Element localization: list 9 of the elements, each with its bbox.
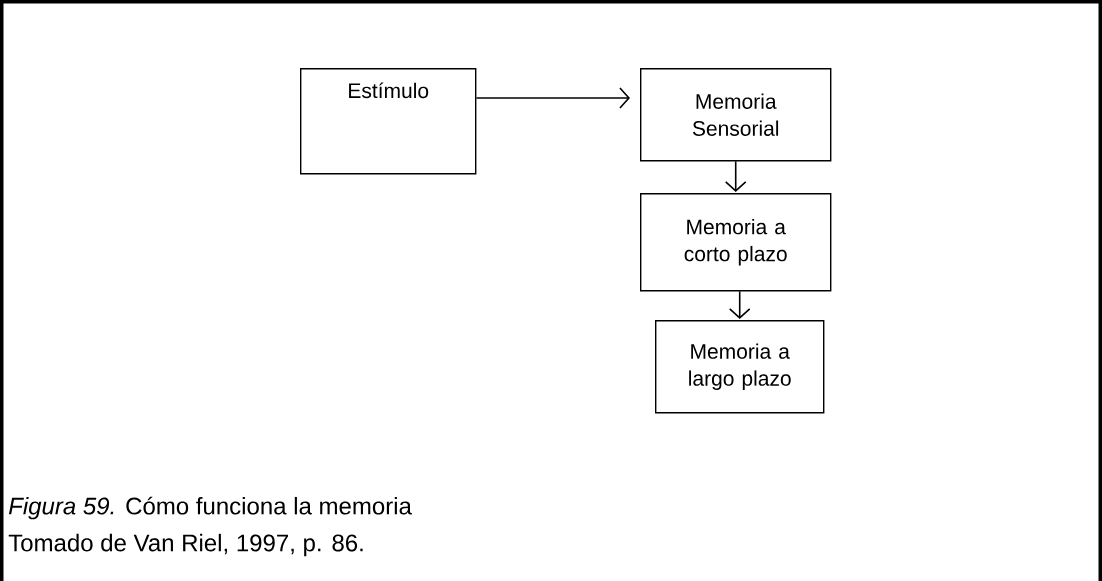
process-box: Memoria a corto plazo <box>640 193 832 292</box>
process-box: Estímulo <box>300 68 477 175</box>
arrow <box>724 160 747 192</box>
process-box: Memoria Sensorial <box>640 68 832 162</box>
arrow <box>728 290 751 319</box>
source-note: Tomado de Van Riel, 1997, p. 86. <box>8 533 363 557</box>
process-box: Memoria a largo plazo <box>655 320 825 414</box>
arrow <box>475 87 630 109</box>
caption: Figura 59. Cómo funciona la memoria <box>8 496 412 520</box>
